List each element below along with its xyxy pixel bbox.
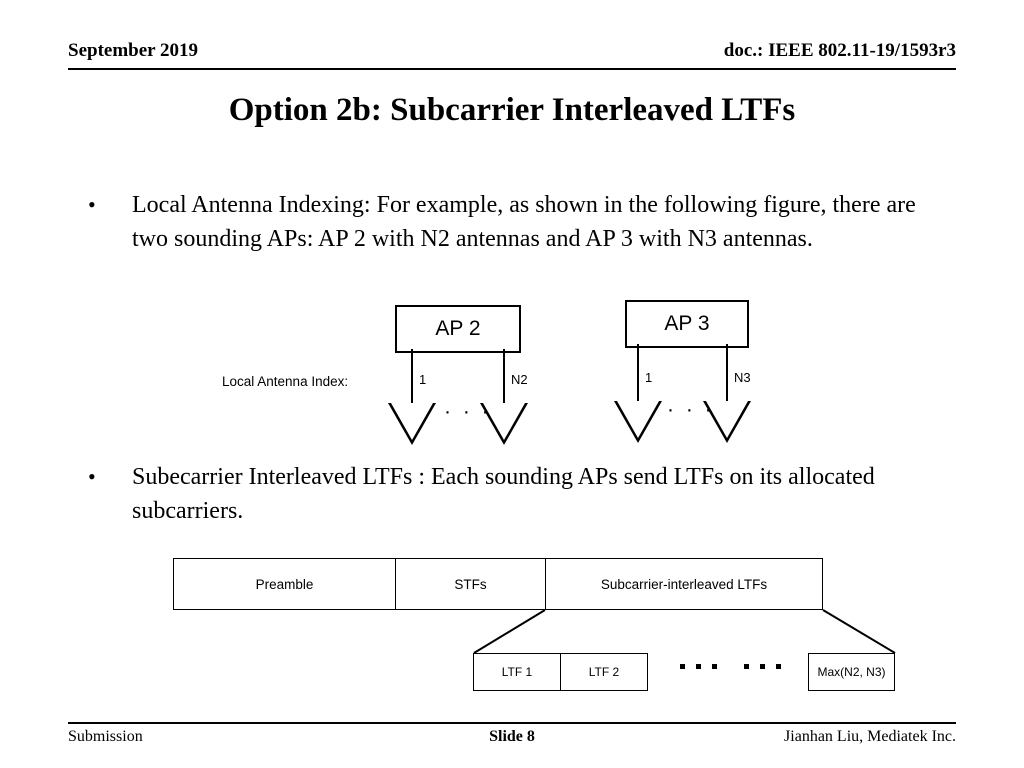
bullet-text: Subecarrier Interleaved LTFs : Each soun… <box>132 464 875 524</box>
ap3-antennaN-index: N3 <box>734 370 751 385</box>
slide-footer: Slide 8 Submission Jianhan Liu, Mediatek… <box>68 728 956 752</box>
ap3-ellipsis: · · · <box>667 398 715 421</box>
ap2-box: AP 2 <box>395 305 521 353</box>
frame-field-preamble-label: Preamble <box>255 576 314 592</box>
ap3-antennaN-line <box>726 344 728 401</box>
ap3-antenna1-line <box>637 344 639 401</box>
ltf-cell-1-label: LTF 1 <box>501 665 533 679</box>
ltf-cell-2: LTF 2 <box>560 653 648 691</box>
dot <box>744 664 749 669</box>
ap3-label: AP 3 <box>664 312 710 335</box>
bullet-marker: • <box>88 192 96 217</box>
bullet-text: Local Antenna Indexing: For example, as … <box>132 192 916 252</box>
ap2-ellipsis: · · · <box>444 400 492 423</box>
ltf-detail-row: LTF 1 LTF 2 <box>473 653 648 691</box>
ap2-antennaN-index: N2 <box>511 372 528 387</box>
header-divider <box>68 68 956 70</box>
footer-submission-label: Submission <box>68 728 143 745</box>
local-antenna-index-label: Local Antenna Index: <box>222 374 349 389</box>
footer-author: Jianhan Liu, Mediatek Inc. <box>784 728 956 745</box>
frame-field-ltfs-label: Subcarrier-interleaved LTFs <box>600 576 768 592</box>
ltf-ellipsis-dots-a <box>680 664 717 669</box>
dot <box>696 664 701 669</box>
ap2-label: AP 2 <box>435 317 481 340</box>
ltf-cell-2-label: LTF 2 <box>588 665 620 679</box>
footer-divider <box>68 722 956 724</box>
bullet-item-1: • Local Antenna Indexing: For example, a… <box>88 188 948 256</box>
ap2-antennaN-line <box>503 349 505 403</box>
dot <box>776 664 781 669</box>
header-document-number: doc.: IEEE 802.11-19/1593r3 <box>723 40 956 61</box>
frame-field-preamble: Preamble <box>173 558 395 610</box>
ltf-cell-max-label: Max(N2, N3) <box>817 665 886 679</box>
dot <box>760 664 765 669</box>
frame-field-stfs: STFs <box>395 558 545 610</box>
ap3-antenna1-index: 1 <box>645 370 653 385</box>
ltf-cell-max: Max(N2, N3) <box>808 653 895 691</box>
ap3-box: AP 3 <box>625 300 749 348</box>
ap2-antenna1-line <box>411 349 413 403</box>
frame-field-ltfs: Subcarrier-interleaved LTFs <box>545 558 823 610</box>
page-title: Option 2b: Subcarrier Interleaved LTFs <box>228 92 796 128</box>
ltf-ellipsis-dots-b <box>744 664 781 669</box>
ap2-antenna1-index: 1 <box>419 372 427 387</box>
ltf-cell-1: LTF 1 <box>473 653 560 691</box>
footer-slide-number: Slide 8 <box>489 728 535 745</box>
bullet-item-2: • Subecarrier Interleaved LTFs : Each so… <box>88 460 948 528</box>
dot <box>680 664 685 669</box>
frame-field-stfs-label: STFs <box>454 576 487 592</box>
bullet-marker: • <box>88 464 96 489</box>
slide-header: September 2019 doc.: IEEE 802.11-19/1593… <box>68 40 956 70</box>
header-date: September 2019 <box>68 40 198 61</box>
dot <box>712 664 717 669</box>
ppdu-frame-row: Preamble STFs Subcarrier-interleaved LTF… <box>173 558 823 610</box>
